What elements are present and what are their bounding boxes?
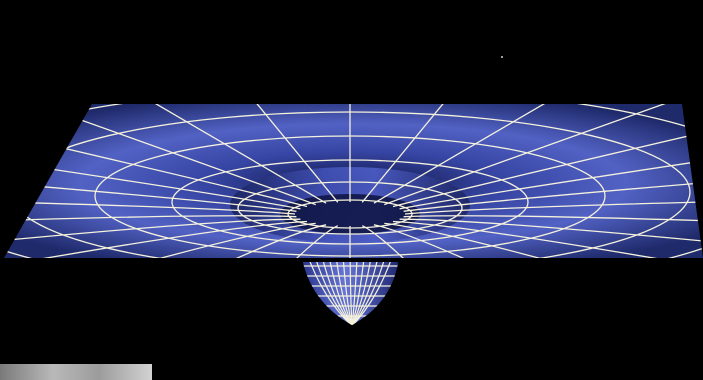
corner-thumbnail [0,364,152,380]
star-dot [501,56,503,58]
